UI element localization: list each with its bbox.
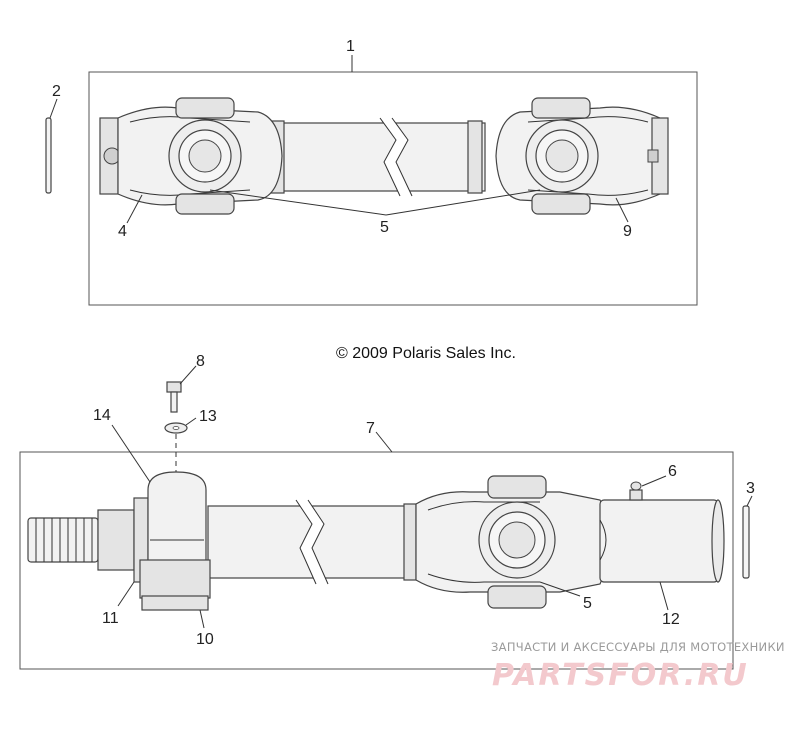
callout-13: 13: [199, 408, 217, 425]
callout-4: 4: [118, 223, 127, 240]
grease-fitting-6: [629, 481, 643, 501]
callout-5-top: 5: [380, 219, 389, 236]
assembly-1-frame: [88, 71, 698, 306]
slip-yoke-12: [599, 499, 725, 583]
bolt-8: [166, 381, 182, 413]
callout-14: 14: [93, 407, 111, 424]
callout-2: 2: [52, 83, 61, 100]
callout-6: 6: [668, 463, 677, 480]
top-prop-shaft: [269, 117, 486, 197]
copyright-notice: © 2009 Polaris Sales Inc.: [336, 345, 516, 362]
snap-ring-2: [45, 117, 52, 194]
callout-12: 12: [662, 611, 680, 628]
watermark-tagline: ЗАПЧАСТИ И АКСЕССУАРЫ ДЛЯ МОТОТЕХНИКИ: [491, 640, 785, 654]
assembly-7-frame: [19, 451, 734, 670]
callout-5-bottom: 5: [583, 595, 592, 612]
u-joint-right-top: [495, 97, 669, 215]
callout-11: 11: [102, 610, 119, 627]
callout-7: 7: [366, 420, 375, 437]
u-joint-bottom: [415, 475, 611, 609]
callout-9: 9: [623, 223, 632, 240]
snap-ring-3: [742, 505, 750, 579]
bottom-prop-shaft: [27, 497, 429, 585]
callout-10: 10: [196, 631, 214, 648]
watermark-brand: PARTSFOR.RU: [492, 658, 749, 693]
callout-8: 8: [196, 353, 205, 370]
callout-1: 1: [346, 38, 355, 55]
u-joint-left-top: [99, 97, 283, 215]
callout-3: 3: [746, 480, 755, 497]
carrier-bearing-14: [139, 471, 211, 611]
